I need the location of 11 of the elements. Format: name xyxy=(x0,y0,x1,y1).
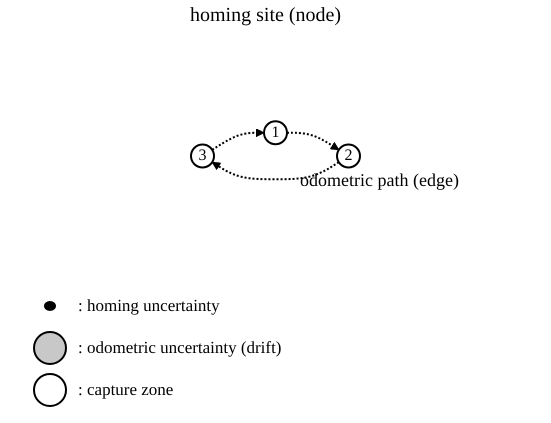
legend-text: : capture zone xyxy=(78,380,174,400)
annotation-text: odometric path (edge) xyxy=(300,170,459,191)
legend-text: : odometric uncertainty (drift) xyxy=(78,338,282,358)
arrow xyxy=(287,132,340,150)
node-circle: 3 xyxy=(190,144,215,168)
node-circle: 1 xyxy=(263,120,288,146)
node-circle: 2 xyxy=(336,144,361,168)
arrow xyxy=(212,161,340,180)
annotation-text: homing site (node) xyxy=(190,4,342,27)
arrow xyxy=(212,128,264,151)
legend-text: : homing uncertainty xyxy=(78,296,220,316)
